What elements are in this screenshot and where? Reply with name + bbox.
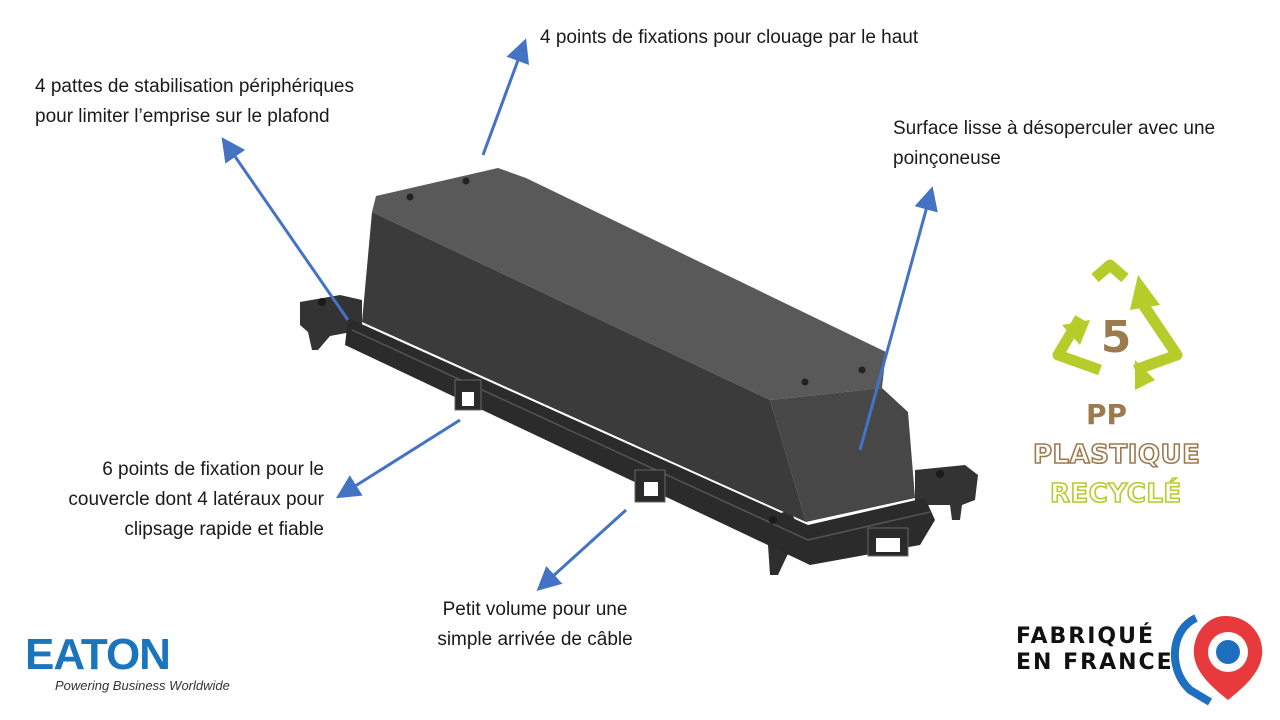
callout-line: couvercle dont 4 latéraux pour: [68, 489, 324, 510]
recycle-number: 5: [1101, 312, 1132, 363]
arrow-stabilisation: [221, 137, 350, 321]
callout-line: 6 points de fixation pour le: [102, 459, 324, 480]
arrow-top-fixings: [481, 38, 530, 156]
callout-lid-fixings: 6 points de fixation pour le couvercle d…: [68, 455, 324, 545]
callout-line: clipsage rapide et fiable: [124, 519, 324, 540]
callout-line: pour limiter l’emprise sur le plafond: [35, 106, 330, 127]
callout-top-fixings: 4 points de fixations pour clouage par l…: [540, 27, 919, 48]
recycled-label-line2: RECYCLÉ: [1049, 478, 1182, 510]
arrow-lid-fixings: [335, 418, 461, 499]
made-in-line: FABRIQUÉ: [1016, 624, 1156, 649]
material-code: PP: [1086, 398, 1128, 431]
callout-line: Petit volume pour une: [442, 599, 628, 620]
arrow-surface: [858, 186, 938, 451]
made-in-france-label: FABRIQUÉ EN FRANCE: [1016, 624, 1174, 676]
recycled-label-line1: PLASTIQUE: [1032, 439, 1201, 471]
callout-volume: Petit volume pour une simple arrivée de …: [420, 595, 650, 655]
callout-line: 4 pattes de stabilisation périphériques: [35, 76, 354, 97]
arrow-volume: [536, 508, 628, 592]
junction-box: [300, 168, 978, 575]
callout-line: poinçoneuse: [893, 148, 1001, 169]
eaton-logo: EATON: [25, 630, 171, 679]
made-in-line: EN FRANCE: [1016, 650, 1174, 675]
callout-surface: Surface lisse à désoperculer avec une po…: [893, 114, 1215, 174]
callout-line: simple arrivée de câble: [437, 629, 633, 650]
eaton-tagline: Powering Business Worldwide: [55, 678, 230, 693]
france-pin-icon: [1171, 614, 1263, 706]
callout-stabilisation: 4 pattes de stabilisation périphériques …: [35, 72, 354, 132]
callout-line: Surface lisse à désoperculer avec une: [893, 118, 1216, 139]
